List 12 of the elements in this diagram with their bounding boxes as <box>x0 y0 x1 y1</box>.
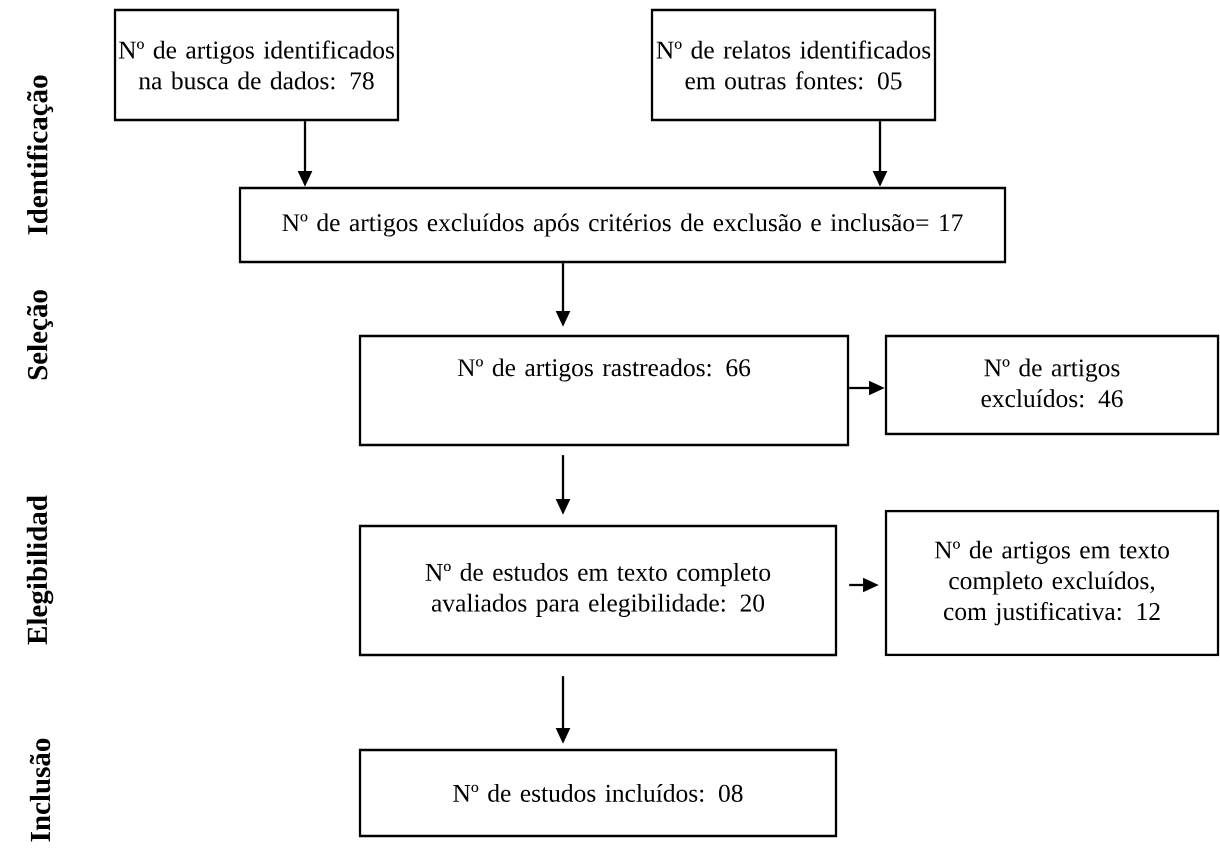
process-box: Nº de estudos em texto completo avaliados para elegibilidade: 20 <box>358 524 838 657</box>
process-box: Nº de artigos identificados na busca de dados: 78 <box>113 8 400 122</box>
process-box: Nº de estudos incluídos: 08 <box>358 748 838 838</box>
process-box: Nº de artigos excluídos: 46 <box>884 334 1220 436</box>
stage-label: Seleção <box>26 290 54 380</box>
stage-label: Elegibilidad <box>26 495 54 645</box>
process-box: Nº de relatos identificados em outras fontes: 05 <box>650 8 937 122</box>
process-box: Nº de artigos rastreados: 66 <box>358 334 850 447</box>
stage-label: Identificação <box>26 75 54 235</box>
process-box: Nº de artigos excluídos após critérios de exclusão e inclusão= 17 <box>238 186 1007 264</box>
process-box: Nº de artigos em texto completo excluídos, com justificativa: 12 <box>884 509 1220 657</box>
stage-label: Inclusão <box>29 738 51 842</box>
